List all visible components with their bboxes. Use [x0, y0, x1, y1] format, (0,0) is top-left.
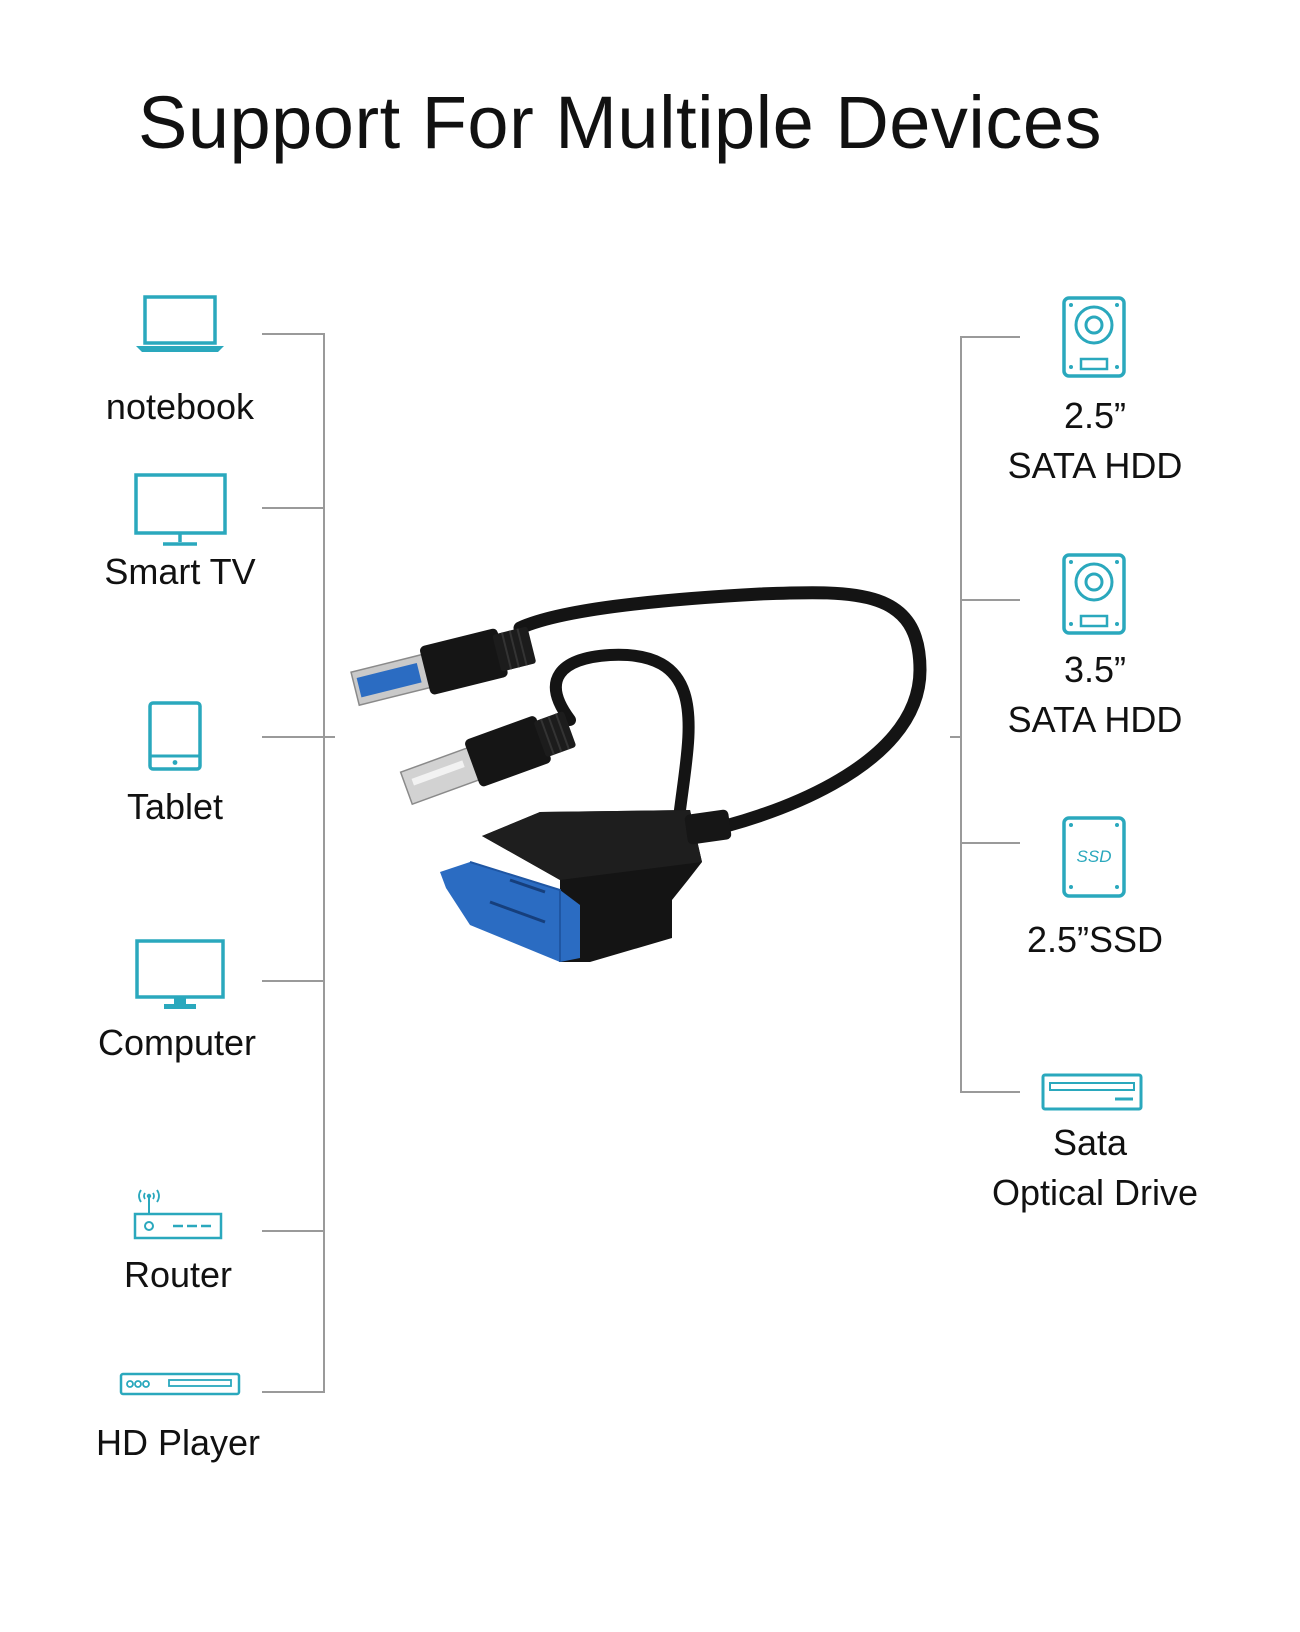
laptop-icon: [136, 295, 224, 352]
monitor-icon: [135, 939, 225, 1009]
tablet-icon: [148, 701, 202, 771]
ssd-icon-text: SSD: [1077, 847, 1112, 866]
device-label-2-5-hdd-type: SATA HDD: [1007, 445, 1183, 486]
hdd-icon: [1062, 553, 1126, 635]
device-label-notebook: notebook: [105, 386, 255, 427]
device-label-3-5-hdd-size: 3.5”: [1063, 649, 1127, 690]
router-icon: [133, 1189, 223, 1240]
tv-icon: [134, 473, 227, 546]
sata-adapter-body: [440, 809, 732, 962]
usb-plug-upper: [350, 626, 536, 707]
device-label-computer: Computer: [97, 1022, 257, 1063]
device-label-optical-size: Sata: [1052, 1122, 1128, 1163]
usb-plug-lower: [399, 711, 576, 806]
device-label-router: Router: [123, 1254, 233, 1295]
device-label-2-5-hdd-size: 2.5”: [1063, 395, 1127, 436]
device-label-ssd: 2.5”SSD: [1026, 919, 1164, 960]
ssd-icon: SSD: [1062, 816, 1126, 898]
device-label-smart-tv: Smart TV: [104, 551, 256, 592]
device-label-optical-type: Optical Drive: [991, 1172, 1199, 1213]
device-label-3-5-hdd-type: SATA HDD: [1007, 699, 1183, 740]
optical-drive-icon: [1041, 1073, 1143, 1111]
hd-player-icon: [119, 1372, 241, 1396]
hdd-icon: [1062, 296, 1126, 378]
device-label-tablet: Tablet: [126, 786, 224, 827]
page-title: Support For Multiple Devices: [137, 81, 1103, 164]
device-label-hd-player: HD Player: [95, 1422, 261, 1463]
